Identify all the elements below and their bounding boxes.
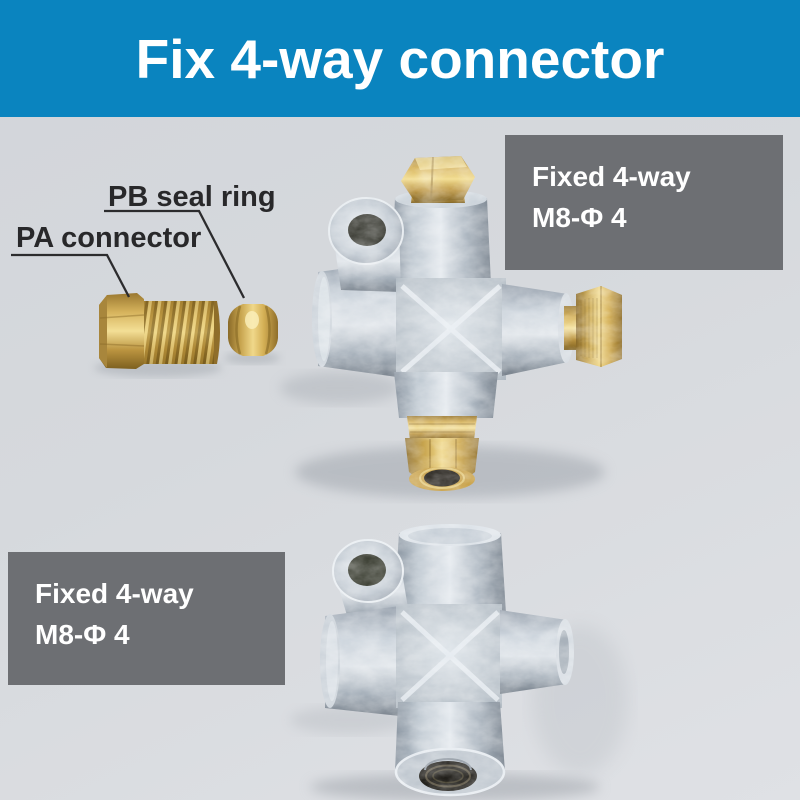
spec-line-2: M8-Φ 4: [532, 202, 627, 233]
leader-lines: [11, 209, 246, 299]
pa-hex-left-face: [99, 295, 107, 368]
banner-title: Fix 4-way connector: [135, 27, 665, 90]
pb-right-shading: [264, 305, 271, 355]
spec-line-2: M8-Φ 4: [35, 619, 130, 650]
title-banner: Fix 4-way connector: [0, 0, 800, 117]
pa-hex-head: [99, 293, 144, 369]
spec-box-top-right: Fixed 4-way M8-Φ 4: [505, 135, 783, 270]
pa-stud-end: [214, 301, 220, 364]
pb-seal-ring-part: [228, 304, 278, 356]
pb-left-shading: [235, 305, 242, 355]
pb-olive-body: [228, 304, 278, 356]
spec-line-1: Fixed 4-way: [532, 161, 691, 192]
pa-connector-part: [99, 293, 220, 369]
spec-box-bottom-left: Fixed 4-way M8-Φ 4: [8, 552, 285, 685]
label-pa-connector: PA connector: [16, 222, 202, 254]
spec-line-1: Fixed 4-way: [35, 578, 194, 609]
pb-highlight: [245, 311, 259, 329]
pa-thread-shading: [144, 301, 217, 364]
pa-leader-line: [11, 253, 131, 298]
pb-leader-line: [104, 209, 246, 299]
pa-hex-facets: [99, 314, 145, 347]
metal-texture-bottom: [320, 524, 574, 795]
label-pb-seal-ring: PB seal ring: [108, 181, 276, 213]
